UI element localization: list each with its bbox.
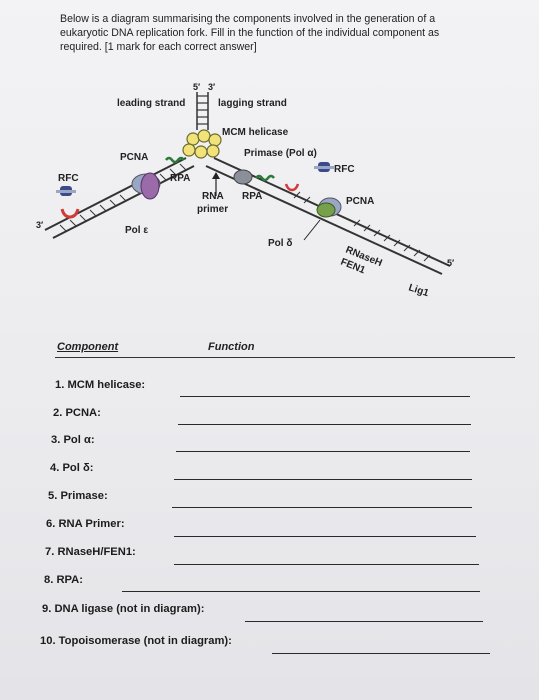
question-9: 9. DNA ligase (not in diagram): bbox=[42, 603, 205, 615]
pol-delta-pointer bbox=[303, 219, 321, 241]
table-header-row: Component Function bbox=[55, 341, 515, 358]
answer-line-2[interactable] bbox=[178, 424, 471, 425]
rfc-left-complex bbox=[56, 186, 76, 196]
question-8: 8. RPA: bbox=[44, 574, 83, 586]
answer-line-5[interactable] bbox=[172, 507, 472, 508]
rna-primer-red-mark bbox=[284, 183, 300, 192]
label-5prime-top: 5′ bbox=[193, 82, 200, 92]
label-primase: Primase (Pol α) bbox=[244, 148, 317, 159]
label-leading-strand: leading strand bbox=[117, 98, 185, 109]
answer-line-6[interactable] bbox=[174, 536, 476, 537]
rpa-right-squiggle bbox=[255, 174, 275, 182]
instructions-line-1: Below is a diagram summarising the compo… bbox=[60, 13, 436, 25]
leading-strand-arm bbox=[44, 157, 195, 239]
answer-line-3[interactable] bbox=[176, 451, 470, 452]
answer-line-8[interactable] bbox=[122, 591, 480, 592]
label-lig1: Lig1 bbox=[407, 282, 430, 299]
label-rna-primer-2: primer bbox=[197, 204, 228, 215]
label-pol-epsilon: Pol ε bbox=[125, 225, 148, 236]
answer-line-7[interactable] bbox=[174, 564, 479, 565]
instructions-line-3: required. [1 mark for each correct answe… bbox=[60, 41, 257, 53]
header-component: Component bbox=[57, 341, 119, 353]
question-5: 5. Primase: bbox=[48, 490, 108, 502]
replication-fork-diagram: 5′ 3′ leading strand lagging strand MCM … bbox=[36, 82, 454, 299]
label-rpa-right: RPA bbox=[242, 191, 262, 202]
answer-line-1[interactable] bbox=[180, 396, 470, 397]
primase-pol-alpha-shape bbox=[233, 169, 253, 185]
parental-dna-ladder bbox=[196, 92, 209, 130]
pol-delta-shape bbox=[316, 202, 336, 218]
label-3prime-top: 3′ bbox=[208, 82, 215, 92]
question-7: 7. RNaseH/FEN1: bbox=[45, 546, 136, 558]
instructions-text: Below is a diagram summarising the compo… bbox=[60, 12, 515, 54]
label-mcm-helicase: MCM helicase bbox=[222, 127, 289, 138]
label-pcna-right: PCNA bbox=[346, 196, 374, 207]
question-10: 10. Topoisomerase (not in diagram): bbox=[40, 635, 232, 647]
header-function: Function bbox=[208, 341, 255, 353]
mcm-helicase-ring bbox=[182, 129, 222, 159]
answer-line-9[interactable] bbox=[245, 621, 483, 622]
pol-epsilon-shape bbox=[140, 172, 160, 200]
label-3prime-left: 3′ bbox=[36, 220, 43, 230]
label-pol-delta: Pol δ bbox=[268, 238, 292, 249]
rna-primer-arrowhead bbox=[212, 172, 220, 179]
answer-line-4[interactable] bbox=[174, 479, 472, 480]
question-6: 6. RNA Primer: bbox=[46, 518, 125, 530]
label-lagging-strand: lagging strand bbox=[218, 98, 287, 109]
rfc-right-complex bbox=[314, 162, 334, 172]
label-rna-primer-1: RNA bbox=[202, 191, 224, 202]
label-rfc-left: RFC bbox=[58, 173, 79, 184]
question-2: 2. PCNA: bbox=[53, 407, 101, 419]
instructions-line-2: eukaryotic DNA replication fork. Fill in… bbox=[60, 27, 440, 39]
question-1: 1. MCM helicase: bbox=[55, 379, 146, 391]
label-pcna-left: PCNA bbox=[120, 152, 148, 163]
question-3: 3. Pol α: bbox=[51, 434, 95, 446]
label-rfc-right: RFC bbox=[334, 164, 355, 175]
primer-left-shape bbox=[60, 208, 80, 219]
rpa-left-squiggle bbox=[165, 156, 185, 164]
label-5prime-right: 5′ bbox=[447, 258, 454, 268]
label-rpa-left: RPA bbox=[170, 173, 190, 184]
question-4: 4. Pol δ: bbox=[50, 462, 94, 474]
answer-line-10[interactable] bbox=[272, 653, 490, 654]
